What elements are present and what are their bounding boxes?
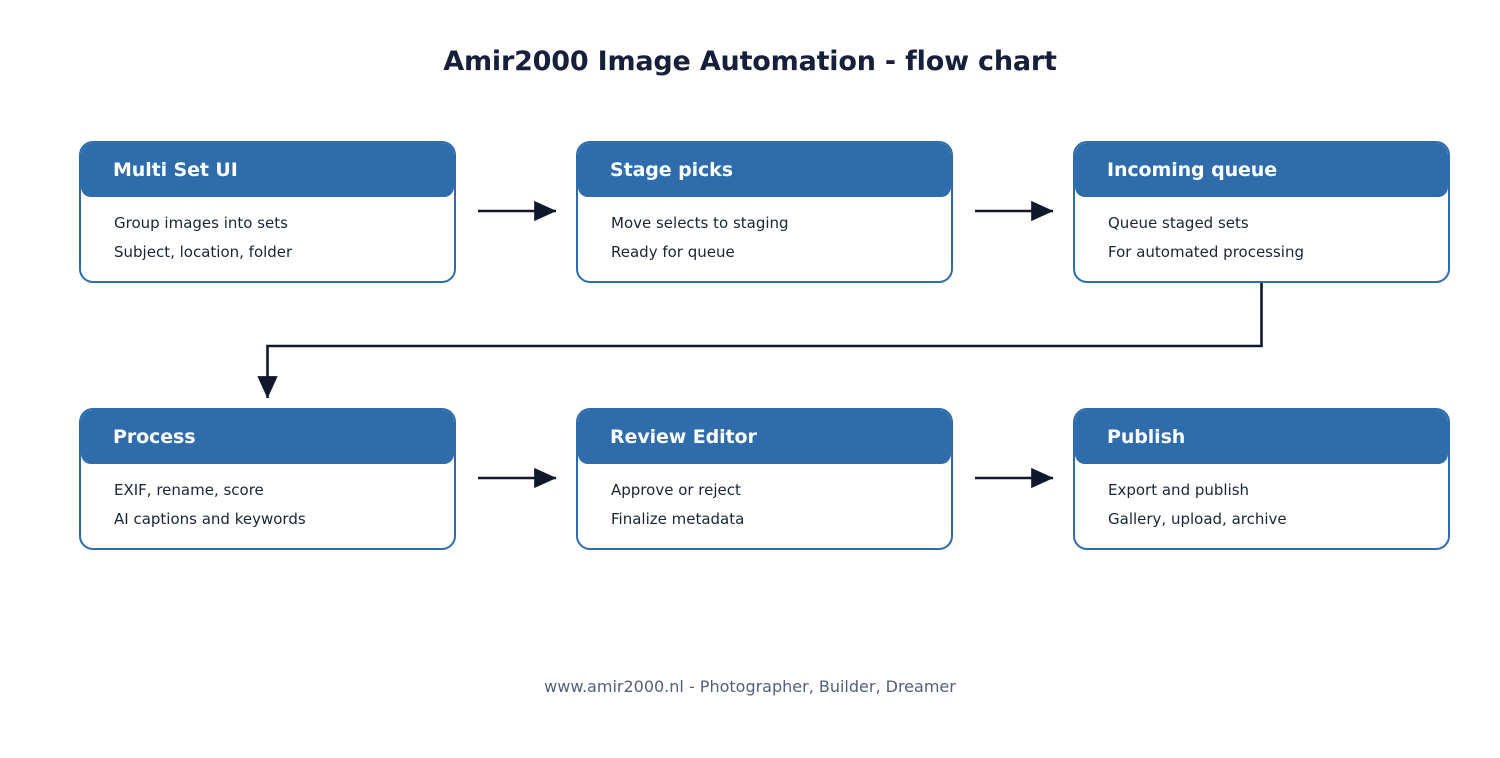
flow-node-title: Incoming queue <box>1107 159 1277 181</box>
flow-node-line: EXIF, rename, score <box>114 481 264 499</box>
flow-node-stage-picks[interactable]: Stage picks Move selects to staging Read… <box>576 141 953 283</box>
flow-node-title: Stage picks <box>610 159 733 181</box>
flow-node-body: Queue staged sets For automated processi… <box>1075 197 1448 267</box>
flow-node-header: Review Editor <box>578 410 951 464</box>
flow-node-multi-set-ui[interactable]: Multi Set UI Group images into sets Subj… <box>79 141 456 283</box>
flow-node-line: Gallery, upload, archive <box>1108 510 1287 528</box>
flow-node-header: Incoming queue <box>1075 143 1448 197</box>
flow-node-header: Stage picks <box>578 143 951 197</box>
flow-node-line: AI captions and keywords <box>114 510 306 528</box>
flow-node-header: Publish <box>1075 410 1448 464</box>
flow-node-body: Move selects to staging Ready for queue <box>578 197 951 267</box>
footer-credit: www.amir2000.nl - Photographer, Builder,… <box>544 677 956 696</box>
flow-node-line: Approve or reject <box>611 481 741 499</box>
flow-node-title: Publish <box>1107 426 1186 448</box>
flow-node-body: Group images into sets Subject, location… <box>81 197 454 267</box>
flow-node-body: Approve or reject Finalize metadata <box>578 464 951 534</box>
flow-node-incoming-queue[interactable]: Incoming queue Queue staged sets For aut… <box>1073 141 1450 283</box>
page-title: Amir2000 Image Automation - flow chart <box>443 46 1057 77</box>
flow-node-body: EXIF, rename, score AI captions and keyw… <box>81 464 454 534</box>
flow-node-line: Export and publish <box>1108 481 1250 499</box>
flow-node-header: Multi Set UI <box>81 143 454 197</box>
flow-node-line: Move selects to staging <box>611 214 789 232</box>
flow-node-line: Group images into sets <box>114 214 288 232</box>
flow-node-title: Review Editor <box>610 426 757 448</box>
flow-node-line: Finalize metadata <box>611 510 745 528</box>
flow-node-line: Queue staged sets <box>1108 214 1249 232</box>
flow-node-title: Process <box>113 426 196 448</box>
flow-node-line: Ready for queue <box>611 243 735 261</box>
flow-node-line: For automated processing <box>1108 243 1305 261</box>
flow-node-review-editor[interactable]: Review Editor Approve or reject Finalize… <box>576 408 953 550</box>
flow-node-title: Multi Set UI <box>113 159 238 181</box>
flow-node-header: Process <box>81 410 454 464</box>
flow-node-publish[interactable]: Publish Export and publish Gallery, uplo… <box>1073 408 1450 550</box>
flow-node-line: Subject, location, folder <box>114 243 293 261</box>
flow-node-body: Export and publish Gallery, upload, arch… <box>1075 464 1448 534</box>
edge-incoming-queue-to-process <box>257 283 1263 399</box>
flow-node-process[interactable]: Process EXIF, rename, score AI captions … <box>79 408 456 550</box>
